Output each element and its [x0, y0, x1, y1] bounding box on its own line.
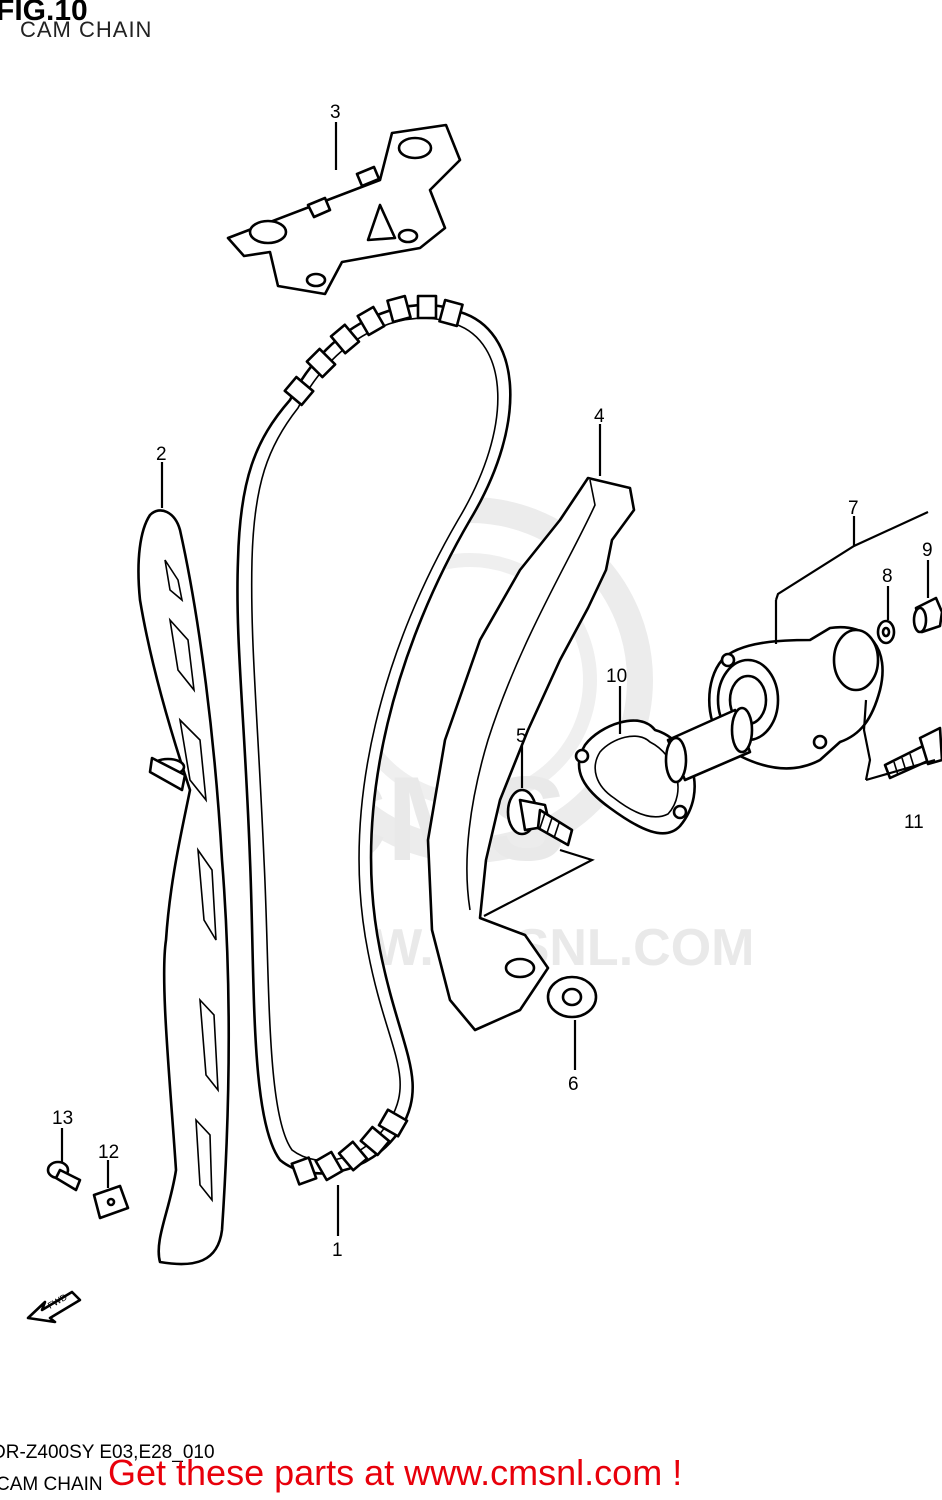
callout-4: 4 — [594, 406, 605, 427]
part-9-plug-bolt[interactable] — [912, 596, 942, 634]
callout-5: 5 — [516, 726, 527, 747]
callout-2: 2 — [156, 444, 167, 465]
part-8-washer[interactable] — [876, 619, 896, 645]
callout-9: 9 — [922, 540, 933, 561]
chain-links-top — [283, 294, 464, 407]
callout-12: 12 — [98, 1142, 119, 1163]
callout-1: 1 — [332, 1240, 343, 1261]
promo-link[interactable]: Get these parts at www.cmsnl.com ! — [108, 1452, 683, 1493]
part-12-plate[interactable] — [92, 1184, 130, 1220]
callouts: 3 2 4 7 9 8 10 5 11 6 13 12 1 — [52, 102, 933, 1261]
callout-10: 10 — [606, 666, 627, 687]
figure-number: FIG.10 — [0, 0, 88, 27]
part-11-bolt[interactable] — [883, 726, 942, 780]
section-name: CAM CHAIN — [0, 1474, 103, 1495]
callout-3: 3 — [330, 102, 341, 123]
part-5-pivot-bolt[interactable] — [506, 788, 574, 847]
model-code: DR-Z400SY E03,E28_010 — [0, 1442, 215, 1463]
figure-subtitle: CAM CHAIN — [20, 17, 153, 42]
callout-11: 11 — [904, 812, 924, 833]
callout-6: 6 — [568, 1074, 579, 1095]
part-2-chain-guide[interactable] — [137, 509, 231, 1266]
part-7-tensioner-assembly[interactable] — [664, 625, 884, 784]
chain-links-bottom — [290, 1108, 409, 1186]
part-4-tensioner-guide[interactable] — [426, 476, 636, 1032]
callout-13: 13 — [52, 1108, 73, 1129]
callout-8: 8 — [882, 566, 893, 587]
leader-lines — [60, 122, 936, 1236]
part-1-cam-chain[interactable] — [236, 294, 512, 1186]
fwd-arrow-icon: FWD — [26, 1290, 82, 1324]
part-3-chain-guide-plate[interactable] — [226, 123, 462, 296]
part-6-washer[interactable] — [546, 975, 598, 1019]
callout-7: 7 — [848, 498, 859, 519]
part-13-screw[interactable] — [46, 1160, 82, 1192]
part-10-gasket[interactable] — [574, 719, 696, 835]
